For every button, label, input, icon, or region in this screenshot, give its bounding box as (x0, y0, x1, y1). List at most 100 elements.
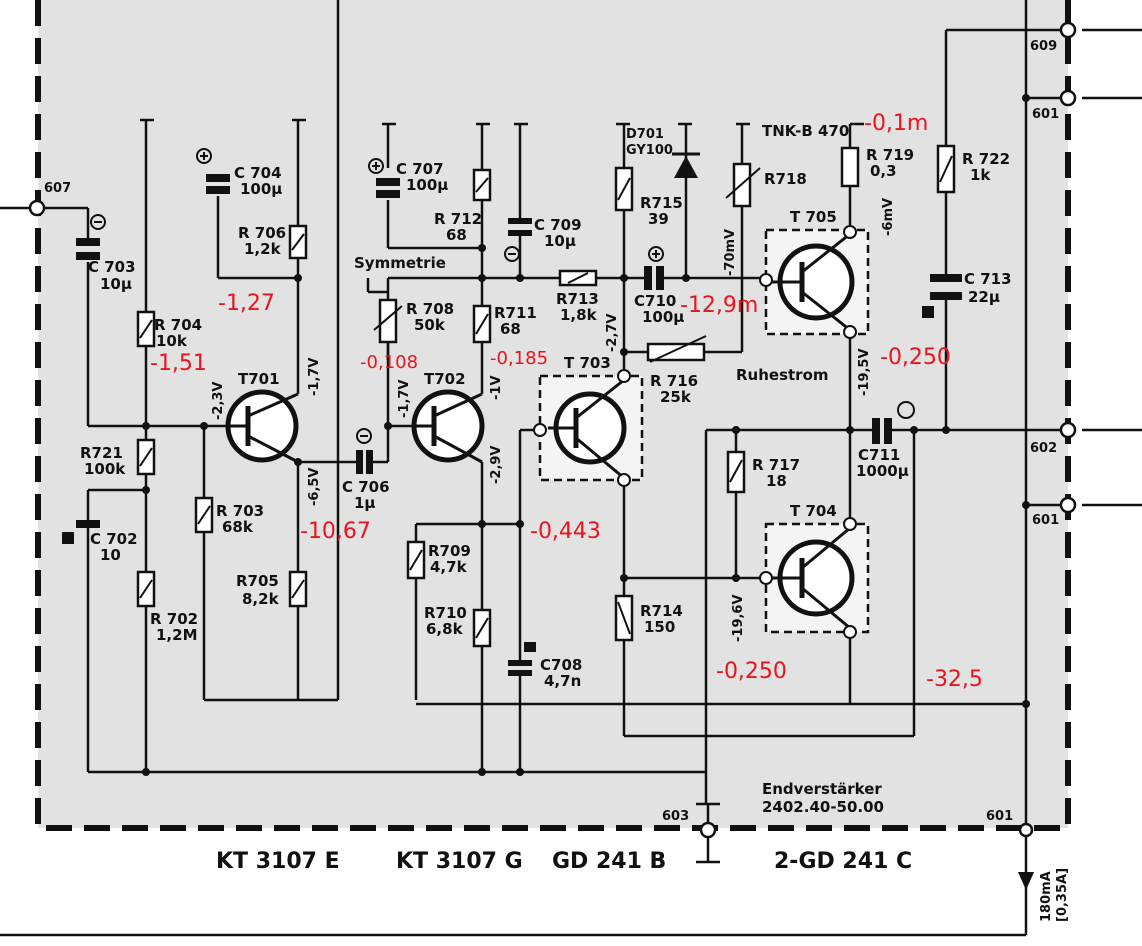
voltage-t702-base: -1,7V (397, 380, 412, 419)
resistor-r703: R 703 68k (194, 496, 264, 536)
resistor-r712: R 712 68 (434, 168, 492, 244)
r721-value: 100k (84, 460, 126, 478)
r718-value: TNK-B 470 (762, 122, 849, 140)
terminal-603-label: 603 (662, 809, 689, 824)
r717-value: 18 (766, 472, 787, 490)
t705-label: T 705 (790, 208, 837, 226)
type-kt3107g: KT 3107 G (396, 849, 523, 874)
resistor-r706: R 706 1,2k (238, 224, 308, 260)
voltage-t701-collector: -1,7V (307, 358, 322, 397)
c707-value: 100µ (406, 176, 448, 194)
r705-name: R705 (236, 572, 279, 590)
transistor-t705: T 705 (759, 208, 870, 339)
voltage-t702-emitter: -2,9V (489, 446, 504, 485)
terminal-602-label: 602 (1030, 441, 1057, 456)
resistor-r710: R710 6,8k (424, 604, 492, 648)
r708-name: R 708 (406, 300, 454, 318)
c704-name: C 704 (234, 164, 282, 182)
capacitor-c709: C 709 10µ (504, 216, 582, 262)
voltage-t701-base: -2,3V (211, 382, 226, 421)
printed-voltages: -2,3V -1,7V -6,5V -1,7V -1V -2,9V -2,7V … (211, 198, 896, 642)
c707-name: C 707 (396, 160, 444, 178)
c711-value: 1000µ (856, 462, 909, 480)
r704-name: R 704 (154, 316, 202, 334)
diode-d701: D701 GY100 (626, 127, 700, 178)
voltage-t704-base: -19,6V (731, 594, 746, 642)
terminal-607: 607 (28, 181, 71, 217)
type-gd241c: 2-GD 241 C (774, 849, 912, 874)
d701-name: D701 (626, 127, 664, 142)
current-note-2: [0,35A] (1055, 868, 1070, 922)
measured-6: -0,1m (864, 111, 928, 136)
capacitor-c702: C 702 10 (62, 520, 138, 564)
r711-value: 68 (500, 320, 521, 338)
t702-label: T702 (424, 370, 466, 388)
c710-name: C710 (634, 292, 676, 310)
terminal-601-bottom: 601 (986, 809, 1034, 838)
symmetrie-label: Symmetrie (354, 254, 446, 272)
terminal-609-label: 609 (1030, 39, 1057, 54)
measured-values: -1,27 -1,51 -0,108 -0,185 -12,9m -0,1m -… (150, 111, 983, 692)
terminal-601-bottom-label: 601 (986, 809, 1013, 824)
r711-name: R711 (494, 304, 537, 322)
t704-label: T 704 (790, 502, 837, 520)
measured-9: -0,443 (530, 519, 601, 544)
r709-value: 4,7k (430, 558, 468, 576)
r706-name: R 706 (238, 224, 286, 242)
capacitor-c703: C 703 10µ (76, 214, 136, 293)
r703-value: 68k (222, 518, 254, 536)
c711-name: C711 (858, 446, 900, 464)
c709-name: C 709 (534, 216, 582, 234)
r710-value: 6,8k (426, 620, 464, 638)
r705-value: 8,2k (242, 590, 280, 608)
c704-value: 100µ (240, 180, 282, 198)
resistor-r722: R 722 1k (936, 144, 1010, 194)
measured-4: -0,185 (490, 348, 548, 369)
c708-value: 4,7n (544, 672, 581, 690)
terminal-603: 603 (662, 809, 717, 839)
junctions (142, 94, 1030, 834)
r719-value: 0,3 (870, 162, 897, 180)
r714-name: R714 (640, 602, 683, 620)
terminal-607-label: 607 (44, 181, 71, 196)
resistor-r717: R 717 18 (726, 450, 800, 494)
measured-5: -12,9m (680, 293, 758, 318)
current-note: 180mA (1039, 871, 1054, 922)
transistor-types: KT 3107 E KT 3107 G GD 241 B 2-GD 241 C (216, 849, 912, 874)
capacitor-c711: C711 1000µ (856, 401, 915, 480)
c702-name: C 702 (90, 530, 138, 548)
endverstaerker-label: Endverstärker (762, 780, 882, 798)
capacitor-c704: C 704 100µ (196, 148, 282, 198)
type-gd241b: GD 241 B (552, 849, 666, 874)
r712-value: 68 (446, 226, 467, 244)
capacitor-c708: C708 4,7n (508, 642, 582, 690)
c706-name: C 706 (342, 478, 390, 496)
potentiometer-r708: R 708 50k (373, 298, 454, 344)
r713-value: 1,8k (560, 306, 598, 324)
c710-value: 100µ (642, 308, 684, 326)
c708-name: C708 (540, 656, 582, 674)
c709-value: 10µ (544, 232, 576, 250)
capacitor-c713: C 713 22µ (922, 270, 1012, 318)
r722-value: 1k (970, 166, 991, 184)
r714-value: 150 (644, 618, 675, 636)
type-kt3107e: KT 3107 E (216, 849, 340, 874)
board-outline (35, 0, 1071, 831)
terminal-602: 602 (1030, 421, 1077, 456)
voltage-bias: -70mV (723, 229, 738, 276)
measured-7: -0,250 (880, 345, 951, 370)
resistor-r704: R 704 10k (136, 310, 202, 350)
measured-2: -1,51 (150, 351, 207, 376)
resistor-r713: R713 1,8k (556, 269, 599, 324)
resistor-r705: R705 8,2k (236, 570, 308, 608)
transistor-t701: T701 (225, 370, 299, 464)
resistor-r721: R721 100k (80, 438, 156, 478)
order-number: 2402.40-50.00 (762, 798, 884, 816)
voltage-t702-collector: -1V (489, 375, 504, 400)
measured-10: -0,250 (716, 659, 787, 684)
terminal-609: 609 (1030, 21, 1077, 54)
measured-8: -10,67 (300, 519, 371, 544)
r718-name: R718 (764, 170, 807, 188)
t703-label: T 703 (564, 354, 611, 372)
